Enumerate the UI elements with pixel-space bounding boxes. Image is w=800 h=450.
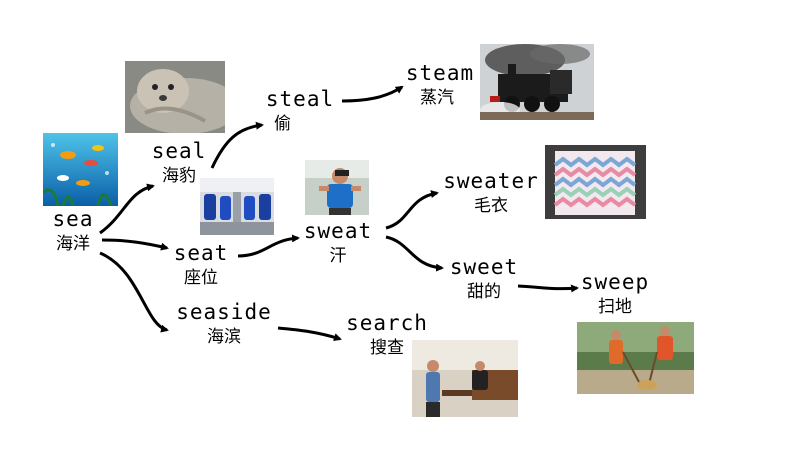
sea-image — [43, 133, 118, 206]
word-search-english: search — [346, 311, 428, 335]
word-sweater-english: sweater — [443, 169, 539, 193]
arrow-sweat-sweater — [385, 190, 439, 230]
word-steam-english: steam — [405, 61, 475, 85]
word-steam-chinese: 蒸汽 — [420, 88, 454, 108]
word-search-chinese: 搜查 — [370, 338, 404, 358]
word-seal: seal 海豹 — [146, 138, 212, 188]
word-sweep: sweep 扫地 — [578, 269, 652, 319]
seat-image — [200, 178, 274, 235]
word-sweat: sweat 汗 — [300, 218, 376, 268]
word-steal-english: steal — [265, 87, 335, 111]
word-steam: steam 蒸汽 — [400, 60, 480, 110]
word-steal: steal 偷 — [260, 86, 340, 136]
word-sweater: sweater 毛衣 — [440, 168, 542, 218]
word-sea-chinese: 海洋 — [56, 234, 90, 254]
sweep-image — [577, 322, 694, 394]
sweater-image — [545, 145, 646, 219]
word-sweet: sweet 甜的 — [446, 254, 522, 304]
word-sweat-english: sweat — [303, 219, 373, 243]
word-sweet-chinese: 甜的 — [467, 282, 501, 302]
word-sea-english: sea — [52, 207, 94, 231]
word-seat-chinese: 座位 — [184, 268, 218, 288]
word-seaside: seaside 海滨 — [170, 299, 278, 349]
word-search: search 搜查 — [342, 310, 432, 360]
word-seal-english: seal — [151, 139, 207, 163]
arrow-steal-steam — [341, 85, 404, 103]
arrow-sea-seaside — [99, 251, 169, 333]
word-sweet-english: sweet — [449, 255, 519, 279]
steam-train-image — [480, 44, 594, 120]
word-sweep-chinese: 扫地 — [598, 297, 632, 317]
search-image — [412, 340, 518, 417]
word-seaside-english: seaside — [176, 300, 272, 324]
arrow-sweat-sweet — [385, 235, 444, 272]
word-steal-chinese: 偷 — [274, 114, 291, 134]
word-seaside-chinese: 海滨 — [207, 327, 241, 347]
word-seat-english: seat — [173, 241, 229, 265]
word-sweat-chinese: 汗 — [329, 246, 347, 266]
arrow-seaside-search — [277, 326, 342, 341]
arrow-sweet-sweep — [517, 284, 579, 293]
word-seat: seat 座位 — [168, 240, 234, 290]
seal-image — [125, 61, 225, 133]
arrow-seal-steal — [210, 121, 264, 169]
word-sea: sea 海洋 — [46, 206, 100, 256]
word-sweater-chinese: 毛衣 — [474, 196, 508, 216]
sweat-image — [305, 160, 369, 215]
word-seal-chinese: 海豹 — [162, 166, 196, 186]
word-sweep-english: sweep — [580, 270, 650, 294]
arrow-seat-sweat — [237, 234, 300, 258]
arrow-sea-seal — [99, 183, 155, 235]
arrow-sea-seat — [101, 238, 169, 251]
